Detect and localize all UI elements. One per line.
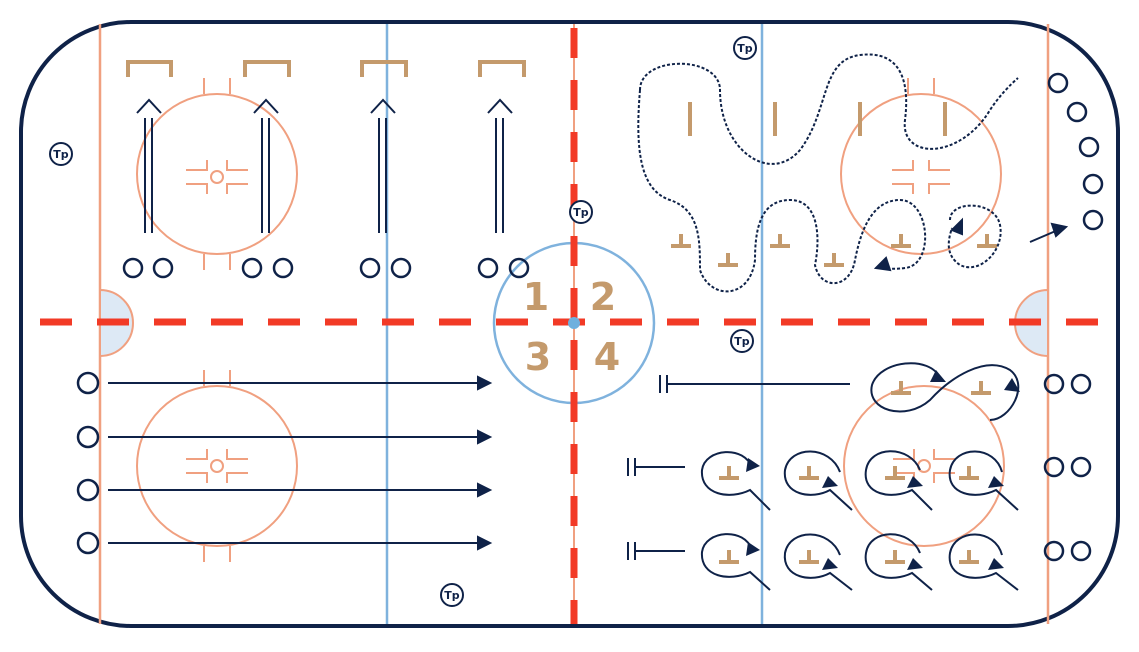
zone3-drill: [76, 371, 493, 555]
zone2-players: [1047, 72, 1104, 231]
zone2-pylons: [671, 102, 997, 267]
zone4-pylons: [719, 381, 991, 564]
trainer-marker: Tp: [569, 200, 593, 224]
zone-number-3: 3: [525, 335, 551, 379]
zone4-arrowheads: [746, 370, 1020, 570]
faceoff-circle-top-left: [136, 78, 298, 270]
trainer-marker: Tp: [730, 329, 754, 353]
zone2-arrows: [873, 217, 1069, 272]
svg-text:Tp: Tp: [444, 589, 460, 602]
trainer-marker: Tp: [733, 36, 757, 60]
zone-number-2: 2: [590, 275, 616, 319]
zone4-players: [1043, 373, 1092, 562]
center-dot: [568, 317, 580, 329]
svg-text:Tp: Tp: [737, 42, 753, 55]
svg-text:Tp: Tp: [573, 206, 589, 219]
zone1-nets: [126, 60, 526, 77]
zone4-passers: [627, 375, 850, 560]
zone2-wavy-route: [637, 53, 1019, 293]
trainer-marker: Tp: [49, 142, 73, 166]
zone-number-4: 4: [594, 335, 620, 379]
trainer-marker: Tp: [440, 583, 464, 607]
zone-number-1: 1: [523, 275, 549, 319]
svg-text:Tp: Tp: [734, 335, 750, 348]
zone4-loops: [700, 362, 1020, 591]
svg-text:Tp: Tp: [53, 148, 69, 161]
faceoff-circle-bottom-right: [843, 385, 1005, 547]
zone1-skate-lanes: [136, 98, 513, 233]
zone1-players: [122, 257, 530, 279]
